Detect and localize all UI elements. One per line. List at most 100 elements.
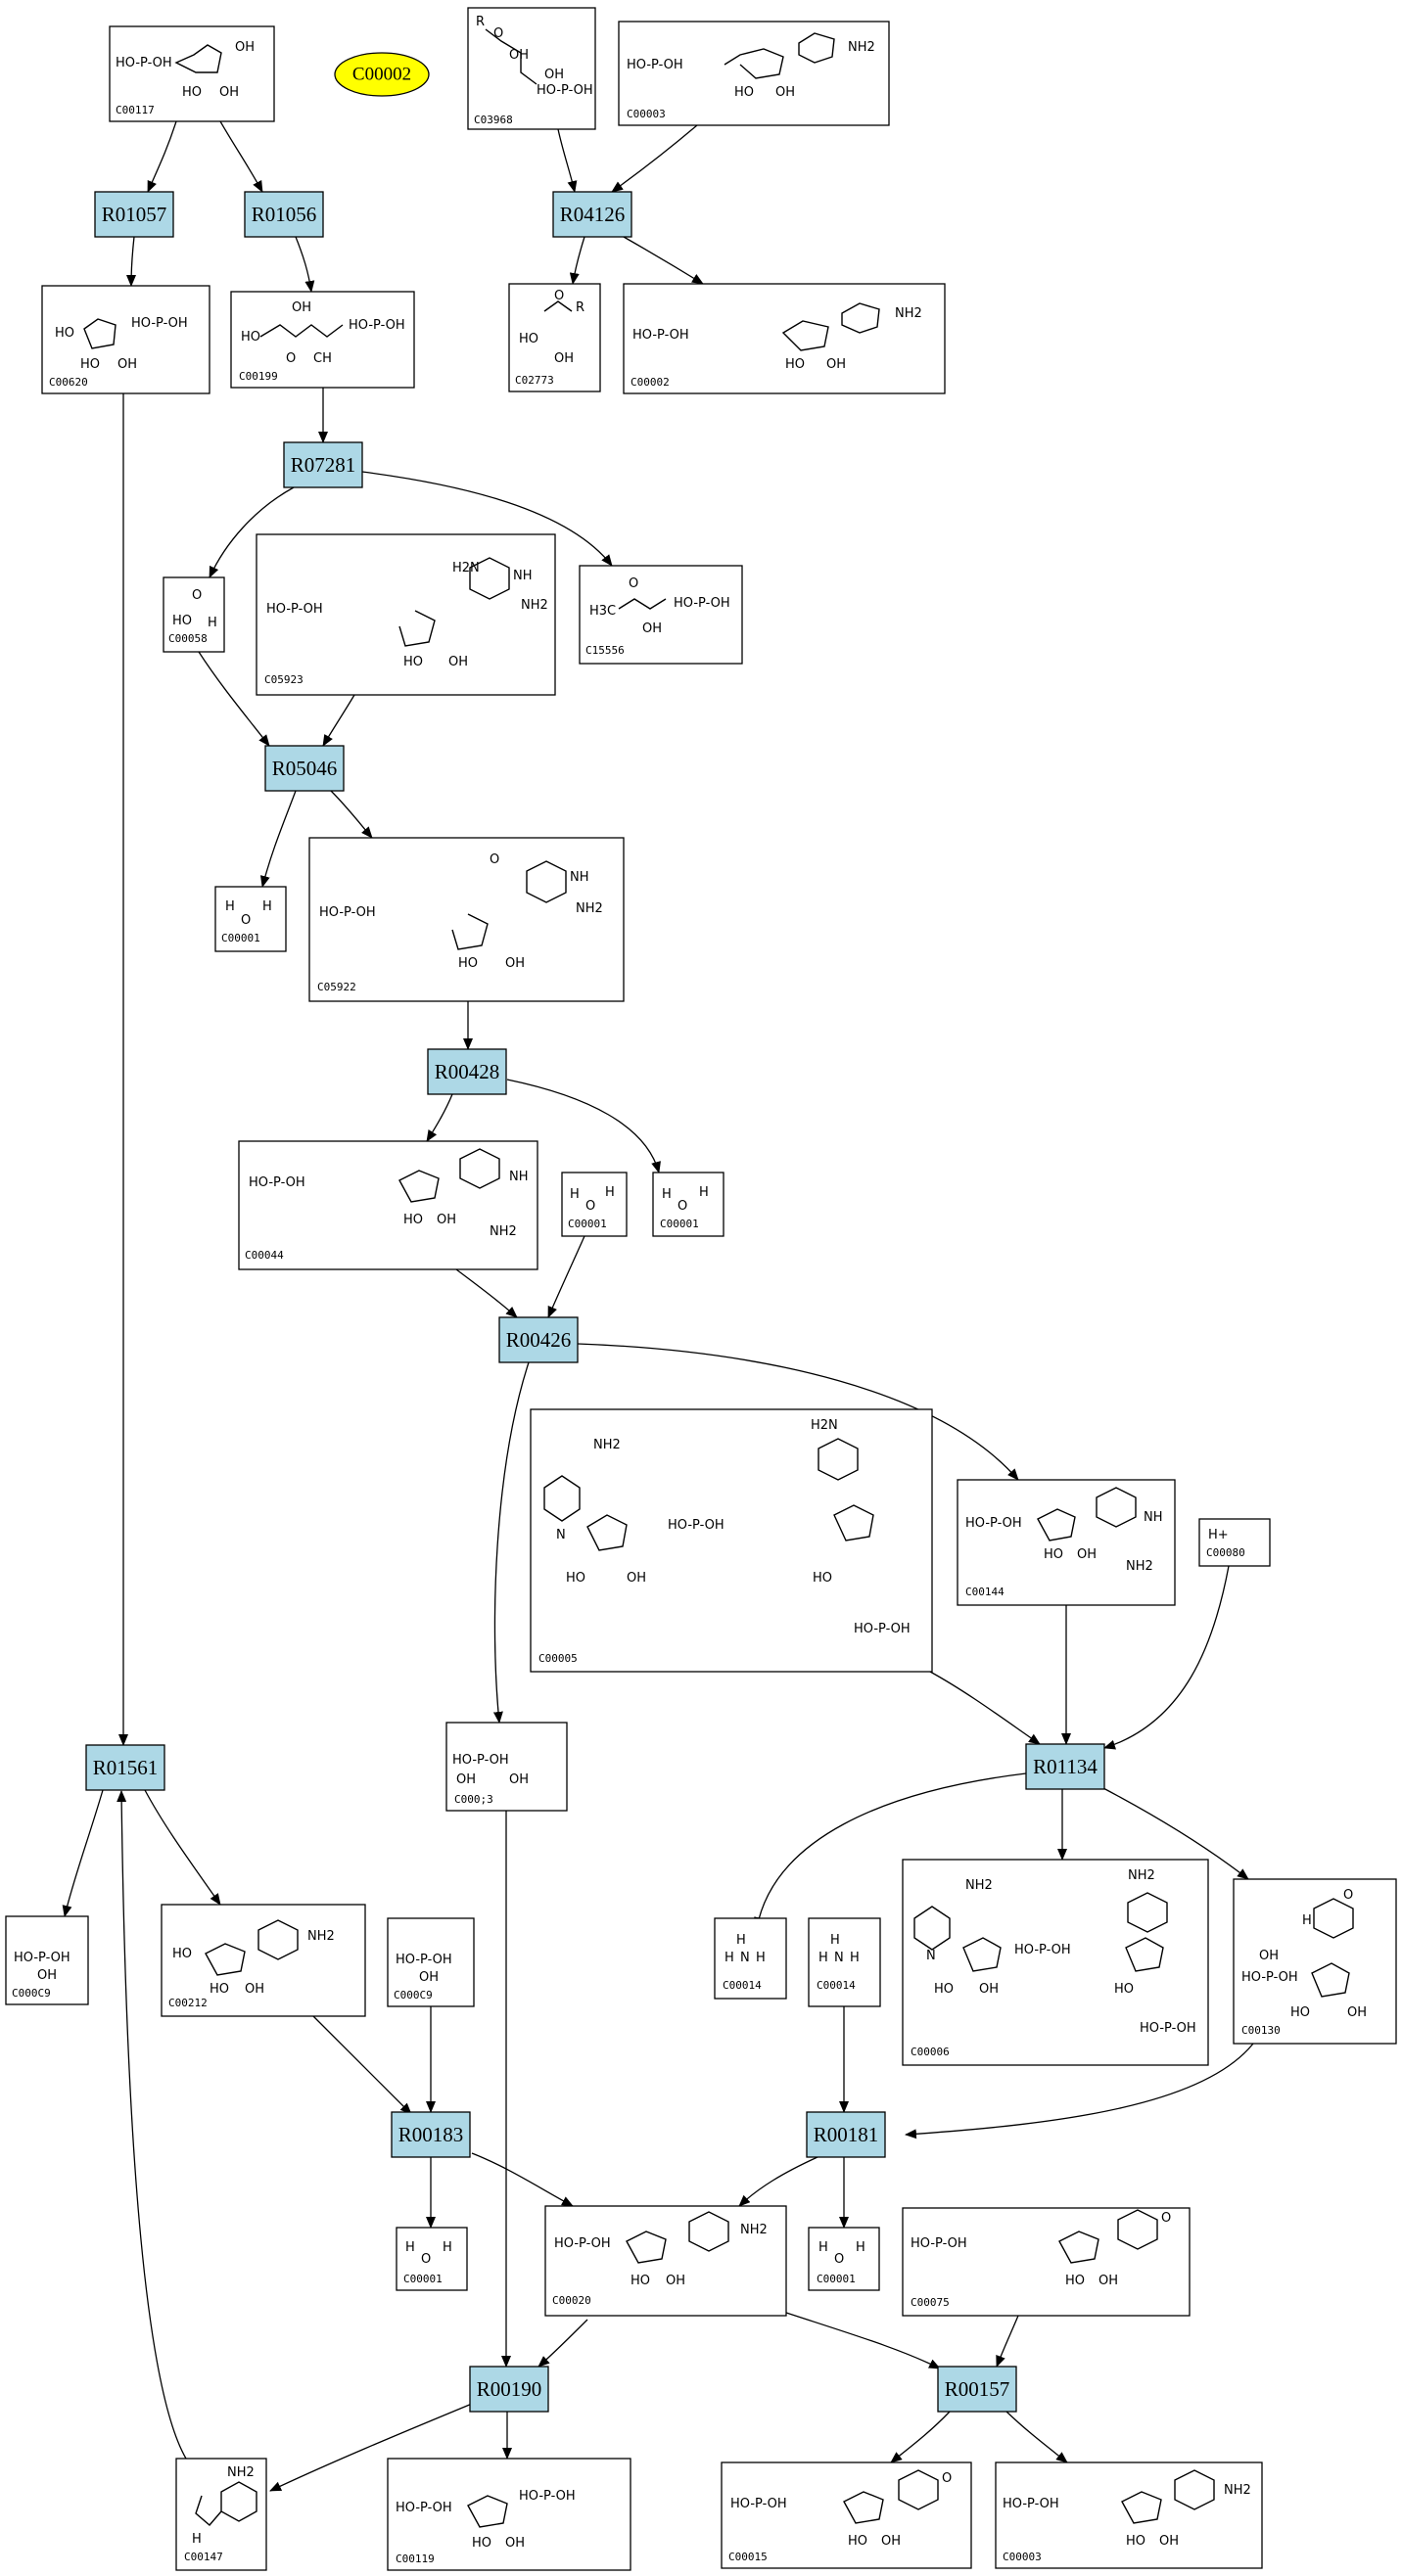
structure-c00006: NH2 N HO OH HO-P-OH NH2 HO HO-P-OH <box>913 1868 1196 2036</box>
svg-text:HO: HO <box>785 357 805 372</box>
compound-c00199[interactable]: HO OH O CH HO-P-OH C00199 <box>230 291 415 389</box>
edge-c00147-r01561 <box>117 1790 187 2460</box>
compound-c00020[interactable]: HO-P-OH NH2 HO OH C00020 <box>544 2205 787 2317</box>
edge-r01056-c00199 <box>295 236 315 293</box>
compound-c00009-b[interactable]: HO-P-OH OH C000C9 <box>387 1917 475 2007</box>
compound-c00058[interactable]: O HO H C00058 <box>163 576 225 653</box>
edge-c00212-r00183 <box>312 2015 412 2115</box>
structure-c00058: O HO H <box>172 588 217 630</box>
structure-c00013: HO-P-OH OH OH <box>452 1753 529 1787</box>
compound-c00015[interactable]: HO-P-OH O HO OH C00015 <box>721 2461 972 2569</box>
compound-id: C02773 <box>515 374 554 387</box>
svg-text:NH2: NH2 <box>895 306 922 321</box>
svg-text:OH: OH <box>1259 1949 1279 1963</box>
svg-text:HO-P-OH: HO-P-OH <box>1003 2497 1059 2511</box>
compound-c00147[interactable]: NH2 H C00147 <box>175 2458 267 2571</box>
compound-id: C00119 <box>396 2553 435 2565</box>
svg-text:HO-P-OH: HO-P-OH <box>1014 1943 1071 1957</box>
compound-c00014-b[interactable]: H H N H C00014 <box>808 1917 881 2007</box>
compound-c00003-bottom[interactable]: HO-P-OH NH2 HO OH C00003 <box>995 2461 1263 2569</box>
reaction-r01056[interactable]: R01056 <box>244 191 324 238</box>
compound-c03968[interactable]: R O OH OH HO-P-OH C03968 <box>467 7 596 130</box>
svg-text:HO-P-OH: HO-P-OH <box>554 2236 611 2251</box>
compound-c00130[interactable]: O H OH HO-P-OH HO OH C00130 <box>1233 1878 1397 2045</box>
reaction-r00428[interactable]: R00428 <box>427 1048 507 1095</box>
reaction-r05046[interactable]: R05046 <box>264 745 345 792</box>
svg-text:HO: HO <box>403 1213 423 1227</box>
compound-c00009-a[interactable]: HO-P-OH OH C000C9 <box>5 1915 89 2005</box>
compound-c00001-e[interactable]: H O H C00001 <box>808 2227 880 2291</box>
reaction-r00426[interactable]: R00426 <box>498 1316 579 1363</box>
svg-text:OH: OH <box>1159 2534 1179 2549</box>
reaction-r00190[interactable]: R00190 <box>469 2366 549 2413</box>
reaction-r00157[interactable]: R00157 <box>937 2366 1017 2413</box>
structure-c00620: HO-P-OH HO HO OH <box>55 316 188 372</box>
reaction-r07281[interactable]: R07281 <box>283 441 363 488</box>
svg-text:OH: OH <box>509 1772 529 1787</box>
svg-text:HO: HO <box>182 85 202 100</box>
compound-id: C00130 <box>1241 2024 1281 2037</box>
edge-r00428-c00001 <box>506 1079 661 1173</box>
compound-c00003-top[interactable]: HO-P-OH NH2 HO OH C00003 <box>618 21 890 126</box>
compound-c00001-c[interactable]: H O H C00001 <box>652 1172 724 1237</box>
compound-c00001-a[interactable]: H O H C00001 <box>214 886 287 952</box>
compound-c00144[interactable]: HO-P-OH NH HO OH NH2 C00144 <box>957 1479 1176 1606</box>
structure-c00009-b: HO-P-OH OH <box>396 1953 452 1985</box>
compound-id: C00001 <box>221 932 260 944</box>
compound-c00001-b[interactable]: H O H C00001 <box>561 1172 628 1237</box>
compound-c00212[interactable]: HO NH2 HO OH C00212 <box>161 1904 366 2017</box>
svg-text:OH: OH <box>666 2274 685 2288</box>
svg-text:OH: OH <box>448 655 468 669</box>
compound-c00620[interactable]: HO-P-OH HO HO OH C00620 <box>41 285 210 394</box>
compound-c00002[interactable]: HO-P-OH NH2 HO OH C00002 <box>623 283 946 394</box>
reaction-r01057[interactable]: R01057 <box>94 191 174 238</box>
compound-c02773[interactable]: O R HO OH C02773 <box>508 283 601 392</box>
compound-id: C03968 <box>474 114 513 126</box>
compound-c00075[interactable]: HO-P-OH O HO OH C00075 <box>902 2207 1191 2317</box>
compound-id: C05923 <box>264 673 304 686</box>
svg-text:HO-P-OH: HO-P-OH <box>116 56 172 70</box>
svg-text:NH2: NH2 <box>1126 1559 1153 1574</box>
reaction-label: R00181 <box>814 2123 879 2146</box>
svg-text:NH2: NH2 <box>848 40 875 55</box>
compound-c00080[interactable]: H+ C00080 <box>1198 1518 1271 1567</box>
edge-c00005-r01134 <box>929 1671 1041 1745</box>
reaction-r04126[interactable]: R04126 <box>552 191 632 238</box>
svg-text:HO: HO <box>172 614 192 628</box>
compound-c00006[interactable]: NH2 N HO OH HO-P-OH NH2 HO HO-P-OH C0000… <box>902 1859 1209 2066</box>
svg-text:HO: HO <box>472 2536 491 2551</box>
structure-c00075: HO-P-OH O HO OH <box>911 2209 1171 2288</box>
svg-text:OH: OH <box>505 956 525 971</box>
svg-text:NH: NH <box>1144 1510 1163 1525</box>
svg-text:O: O <box>241 913 251 928</box>
compound-c00014-a[interactable]: H H N H C00014 <box>714 1917 787 2000</box>
reaction-r00183[interactable]: R00183 <box>391 2111 471 2158</box>
svg-text:OH: OH <box>1098 2274 1118 2288</box>
svg-text:NH2: NH2 <box>521 598 548 613</box>
compound-c00001-d[interactable]: H O H C00001 <box>396 2227 468 2291</box>
svg-text:H: H <box>570 1187 580 1202</box>
compound-c00044[interactable]: HO-P-OH NH HO OH NH2 C00044 <box>238 1140 538 1270</box>
svg-text:HO: HO <box>934 1982 954 1997</box>
reaction-r01561[interactable]: R01561 <box>85 1744 165 1791</box>
edge-r07281-c15556 <box>361 471 613 567</box>
svg-text:H: H <box>699 1185 709 1200</box>
svg-text:HO-P-OH: HO-P-OH <box>730 2497 787 2511</box>
compound-c00117[interactable]: HO-P-OH OH HO OH C00117 <box>109 25 275 122</box>
compound-c05923[interactable]: HO-P-OH H2N NH NH2 HO OH C05923 <box>256 533 556 696</box>
compound-c05922[interactable]: HO-P-OH O NH NH2 HO OH C05922 <box>308 837 625 1002</box>
svg-text:OH: OH <box>979 1982 999 1997</box>
compound-c15556[interactable]: H3C O OH HO-P-OH C15556 <box>579 565 743 665</box>
compound-c00013[interactable]: HO-P-OH OH OH C000;3 <box>445 1722 568 1812</box>
reaction-r01134[interactable]: R01134 <box>1025 1743 1105 1790</box>
edges <box>62 120 1254 2492</box>
reaction-r00181[interactable]: R00181 <box>806 2111 886 2158</box>
highlight-compound[interactable]: C00002 <box>334 52 430 97</box>
compound-c00119[interactable]: HO-P-OH HO-P-OH HO OH C00119 <box>387 2458 631 2571</box>
svg-text:O: O <box>1343 1888 1353 1903</box>
structure-c00080: H+ <box>1208 1528 1229 1542</box>
compound-c00005[interactable]: NH2 N HO OH HO-P-OH H2N HO HO-P-OH C0000… <box>530 1408 933 1673</box>
structure-c00001-d: H O H <box>405 2240 452 2267</box>
svg-text:H: H <box>830 1933 840 1948</box>
svg-text:HO-P-OH: HO-P-OH <box>965 1516 1022 1531</box>
